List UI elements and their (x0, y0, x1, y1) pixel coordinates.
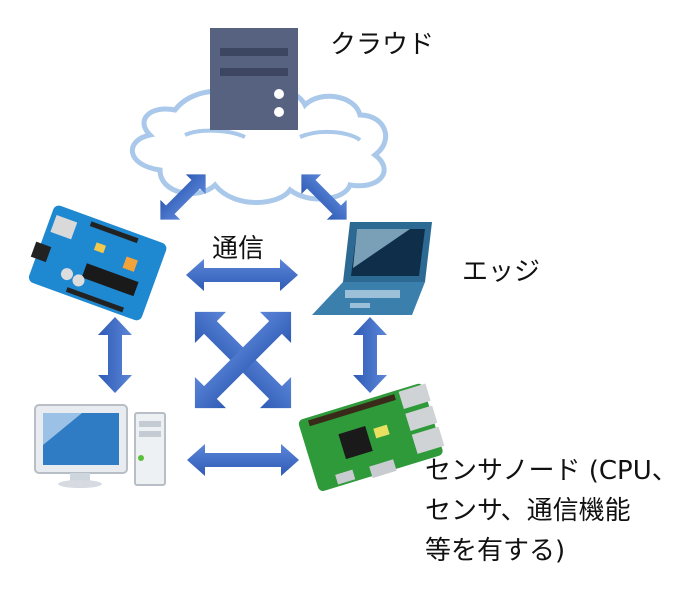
sensor-node-label-line-1: センサノード (CPU、 (425, 456, 678, 486)
edge-label: エッジ (462, 257, 541, 287)
arrow-laptop-raspberry (353, 317, 387, 393)
arrow-pc-raspberry (187, 444, 299, 476)
arduino-board-icon (28, 205, 167, 321)
laptop-icon (312, 222, 432, 315)
arrow-cross-diagonal-2 (194, 311, 292, 409)
server-icon (210, 28, 298, 130)
cloud-label: クラウド (330, 30, 435, 60)
arrow-arduino-laptop (186, 259, 298, 291)
arrow-cloud-laptop (301, 174, 347, 220)
raspberry-pi-icon (298, 383, 445, 492)
arrow-arduino-pc (98, 317, 132, 393)
sensor-node-label-line-3: 等を有する) (425, 536, 566, 566)
desktop-pc-icon (34, 404, 166, 488)
arrow-cloud-arduino (160, 174, 206, 220)
sensor-node-label-line-2: センサ、通信機能 (425, 496, 631, 526)
communication-label: 通信 (212, 234, 265, 264)
